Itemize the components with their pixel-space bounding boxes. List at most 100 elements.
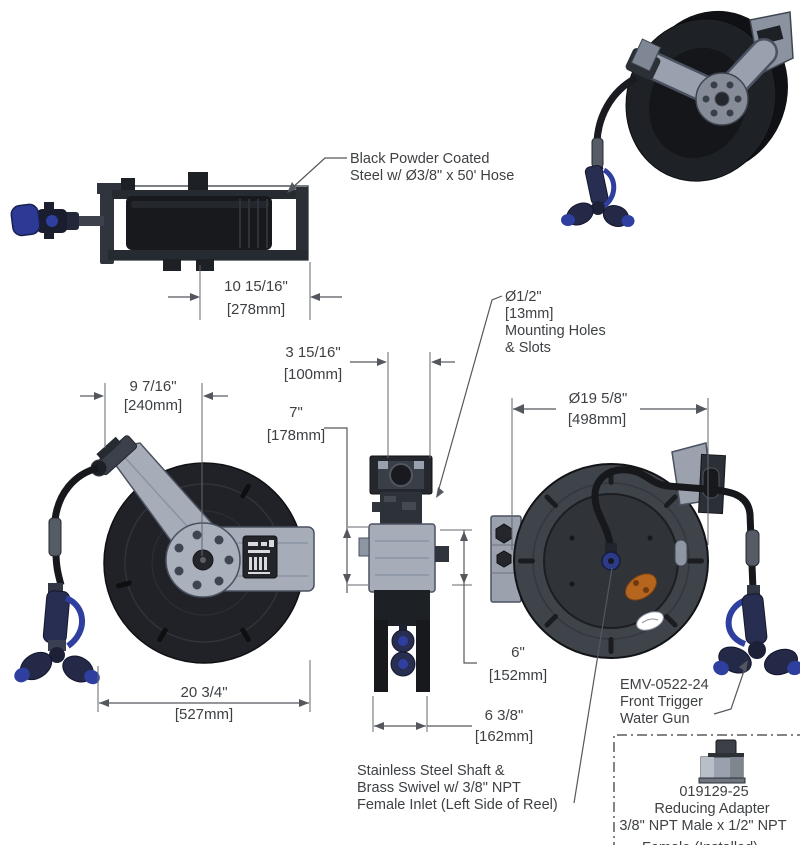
hose-note-leader [290,157,347,190]
dim-base-depth-inches: 6 3/8" [485,707,524,724]
arrowhead [287,182,297,193]
iso-hub-bolt [710,81,718,89]
inlet-line1: Stainless Steel Shaft & [357,763,505,779]
inlet-line3: Female Inlet (Left Side of Reel) [357,797,558,813]
gun-joint [748,641,766,659]
adapter-line3: 3/8" NPT Male x 1/2" NPT [619,818,786,834]
hose-rear [591,466,757,591]
arrowhead [203,392,213,400]
spray-gun-top-view [10,202,104,239]
arrowhead [696,404,707,414]
gun-joint [49,647,65,663]
orange-label-mark [633,580,639,586]
gun-cap [561,214,575,226]
gun-handle [741,593,768,645]
white-label [636,611,664,631]
neck-detail [384,496,396,502]
dim-depth-mm: [178mm] [267,427,325,444]
inlet-callout: Stainless Steel Shaft & Brass Swivel w/ … [357,567,613,813]
hose-sleeve-rear [745,529,760,567]
gun-cap [14,667,30,683]
iso-hub-bolt [726,81,734,89]
gun-trigger [725,597,748,647]
bracket-right-wall [296,187,308,260]
orange-label-mark [643,587,649,593]
dim-mount-spacing-mm: [100mm] [284,366,342,383]
gun-knob-cap [398,659,408,669]
arrowhead [190,293,200,301]
side-leg [374,620,388,692]
mount-foot [196,259,214,271]
water-gun-line2: Front Trigger [620,694,703,710]
mount-foot [163,259,181,271]
arrowhead [416,722,426,730]
arrowhead [94,392,104,400]
iso-elbow-plate [630,38,662,72]
adapter-line2: Reducing Adapter [654,801,769,817]
dim-arm-offset-mm: [240mm] [124,397,182,414]
dim-bracket-height-mm: [152mm] [489,667,547,684]
neck-tab [372,502,380,512]
arrowhead [460,574,468,584]
adapter-icon [698,739,746,784]
gun-blue-cap [10,203,41,237]
bracket-tab [414,461,424,469]
spray-gun-front [14,583,100,685]
dim-top-width-inches: 10 15/16" [224,278,288,295]
panel-knob-right [435,546,449,562]
arrowhead [343,528,351,538]
side-view: 3 15/16" [100mm] 7" [178mm] 6" [152mm] [267,289,606,745]
hose-note-line2: Steel w/ Ø3/8" x 50' Hose [350,168,514,184]
dim-base-depth: 6 3/8" [162mm] [372,696,533,745]
arrowhead [460,531,468,541]
gun-stem [76,216,104,226]
gun-cap [84,669,100,685]
front-view: 9 7/16" [240mm] 20 3/4" [527mm] [14,378,315,723]
reel-drum [126,196,272,250]
adapter-line4-partial: Female (Installed) [642,840,758,845]
iso-hub-bolt [710,109,718,117]
arrowhead [343,574,351,584]
hub-bolts [174,530,234,590]
face-dot [569,581,575,587]
top-tab-left [121,178,135,190]
dim-base-depth-mm: [162mm] [475,728,533,745]
bottom-plate [108,250,308,260]
iso-hose-sleeve [591,137,604,169]
gun-inlet [48,583,63,593]
face-dot [569,535,575,541]
panel-tab-left [358,537,370,557]
gun-cap [713,660,729,676]
rear-view: Ø19 5/8" [498mm] EMV-0522-24 Front Trigg… [357,390,800,813]
orange-label [625,573,657,601]
mounting-holes-callout: Ø1/2" [13mm] Mounting Holes & Slots [436,289,606,498]
gun-fitting [48,640,66,651]
arrowhead [436,487,444,498]
arrowhead [377,358,387,366]
top-tab-center [188,172,208,190]
dim-depth: 7" [178mm] [267,404,368,593]
dim-overall-width: 20 3/4" [527mm] [97,660,311,723]
gun-prong [44,231,54,239]
dim-top-width: 10 15/16" [278mm] [168,262,342,320]
hub-axle-dot [200,557,206,563]
spray-gun-rear [713,585,800,676]
neck-detail [402,502,416,510]
hose-sleeve [48,517,62,557]
brand-label [242,535,278,579]
mounting-holes-line3: Mounting Holes [505,323,606,339]
face-dot [647,535,653,541]
gun-trigger [602,167,617,209]
dim-mount-spacing-inches: 3 15/16" [285,344,340,361]
iso-spray-gun [561,164,635,227]
dim-top-width-mm: [278mm] [227,301,285,318]
isometric-view [561,10,794,227]
gun-valve [46,215,58,227]
gun-inlet [747,585,760,596]
dim-reel-diameter: Ø19 5/8" [498mm] [511,390,709,550]
arrowhead [513,404,524,414]
arrowhead [299,699,309,707]
top-view: 10 15/16" [278mm] Black Powder Coated St… [10,151,514,320]
adapter-box-border [613,734,800,845]
